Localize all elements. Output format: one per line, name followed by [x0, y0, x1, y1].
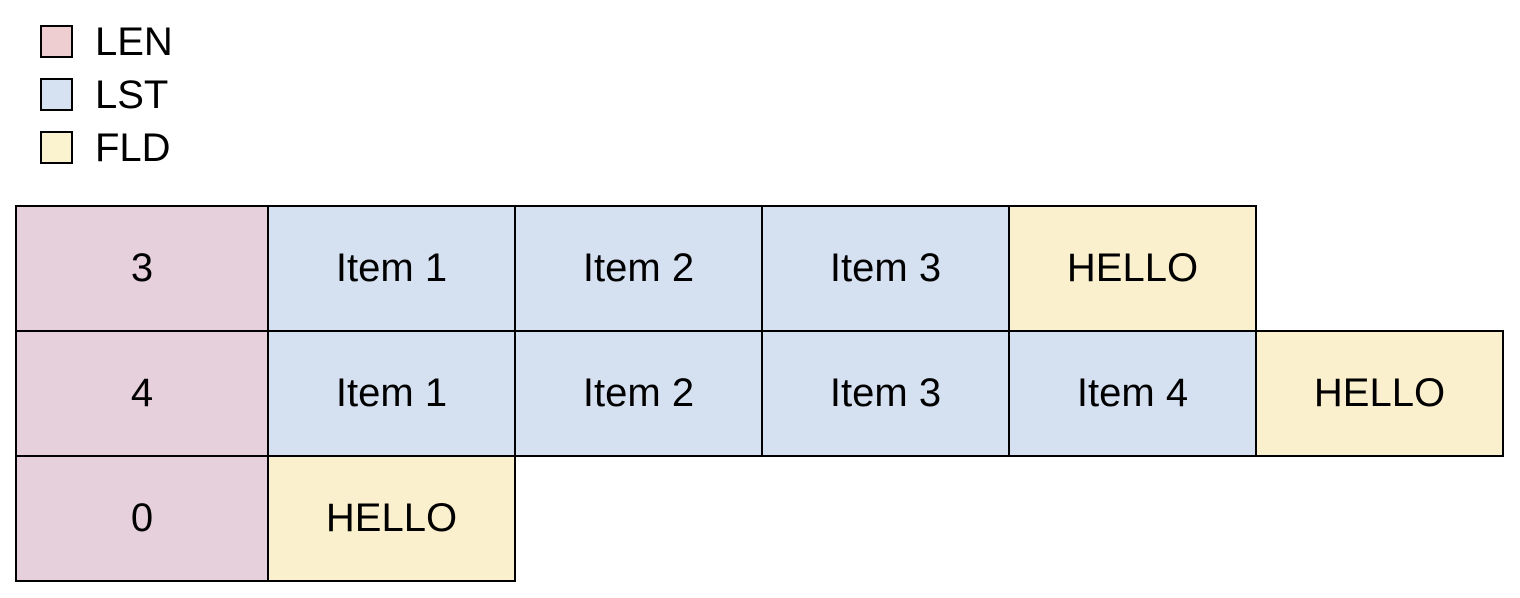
- list-item-label: Item 2: [582, 246, 695, 290]
- list-item-label: Item 3: [829, 246, 942, 290]
- list-item-label: Item 3: [829, 371, 942, 415]
- list-item-label: Item 1: [335, 371, 448, 415]
- legend: LEN LST FLD: [40, 22, 173, 184]
- len-cell: 3: [15, 205, 269, 332]
- list-item-label: Item 4: [1076, 371, 1189, 415]
- len-cell: 0: [15, 455, 269, 582]
- legend-item-fld: FLD: [40, 128, 173, 168]
- fld-color-swatch: [40, 131, 73, 164]
- lst-color-swatch: [40, 78, 73, 111]
- legend-label-lst: LST: [95, 72, 169, 117]
- list-item-label: Item 1: [335, 246, 448, 290]
- list-row-3: 0 HELLO: [0, 455, 1520, 582]
- list-item-cell: Item 1: [267, 330, 516, 457]
- len-cell: 4: [15, 330, 269, 457]
- legend-label-fld: FLD: [95, 125, 171, 170]
- fld-cell: HELLO: [1008, 205, 1257, 332]
- fld-cell-value: HELLO: [1313, 371, 1446, 415]
- fld-cell-value: HELLO: [1066, 246, 1199, 290]
- fld-cell: HELLO: [267, 455, 516, 582]
- legend-item-len: LEN: [40, 22, 173, 62]
- list-row-2: 4 Item 1 Item 2 Item 3 Item 4 HELLO: [0, 330, 1520, 457]
- legend-label-len: LEN: [95, 19, 173, 64]
- len-cell-value: 0: [130, 496, 154, 540]
- len-color-swatch: [40, 25, 73, 58]
- list-item-cell: Item 3: [761, 205, 1010, 332]
- list-item-cell: Item 2: [514, 205, 763, 332]
- list-item-cell: Item 1: [267, 205, 516, 332]
- legend-item-lst: LST: [40, 75, 173, 115]
- list-item-cell: Item 4: [1008, 330, 1257, 457]
- list-item-label: Item 2: [582, 371, 695, 415]
- list-item-cell: Item 2: [514, 330, 763, 457]
- list-row-1: 3 Item 1 Item 2 Item 3 HELLO: [0, 205, 1520, 332]
- len-cell-value: 4: [130, 371, 154, 415]
- len-cell-value: 3: [130, 246, 154, 290]
- fld-cell-value: HELLO: [325, 496, 458, 540]
- list-item-cell: Item 3: [761, 330, 1010, 457]
- fld-cell: HELLO: [1255, 330, 1504, 457]
